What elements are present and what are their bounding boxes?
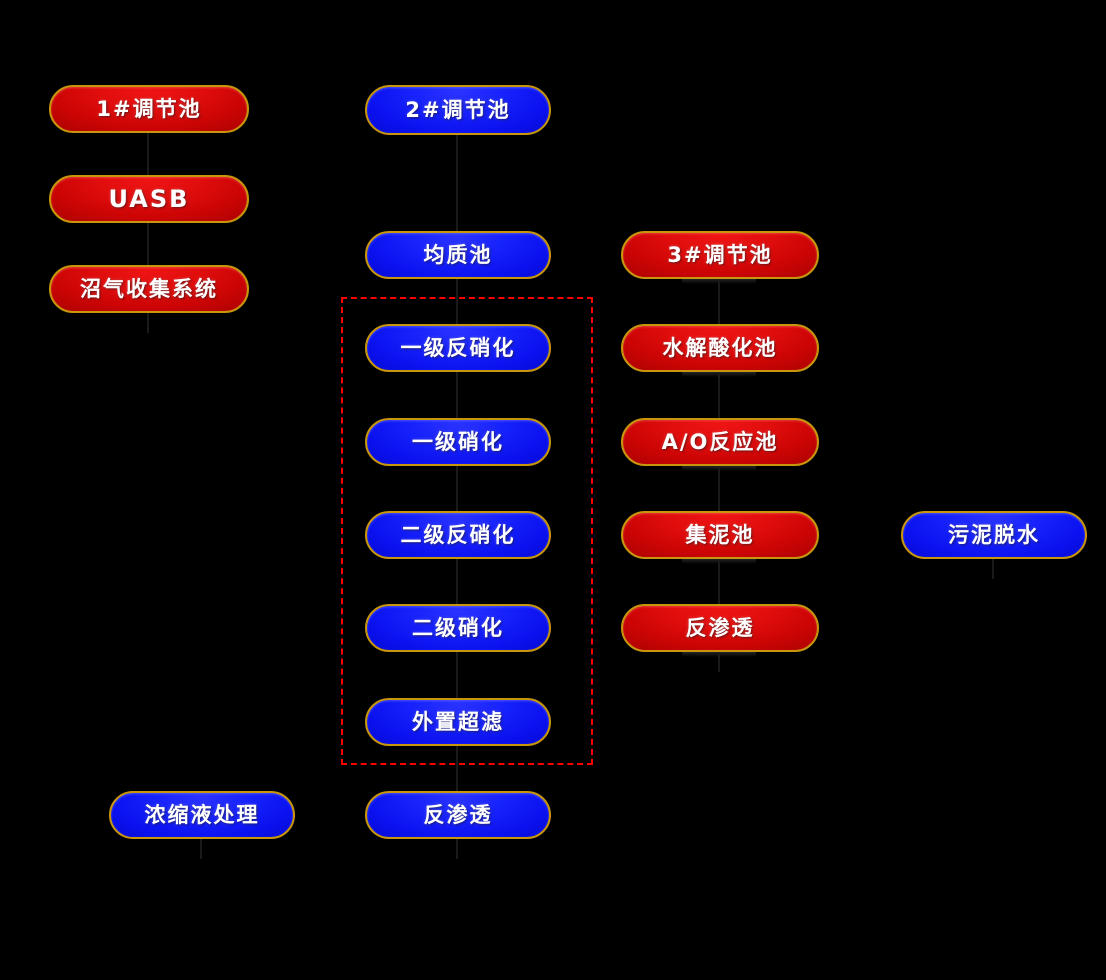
- process-node-label: 沼气收集系统: [80, 276, 218, 301]
- membrane-bioreactor-group: [341, 297, 593, 765]
- process-node-n1[interactable]: 1#调节池: [49, 85, 249, 133]
- process-node-n8[interactable]: 二级反硝化: [365, 511, 551, 559]
- process-node-label: 均质池: [423, 242, 493, 267]
- process-node-n4[interactable]: 2#调节池: [365, 85, 551, 135]
- flow-connector-line: [456, 746, 458, 791]
- process-node-n16[interactable]: 集泥池: [621, 511, 819, 559]
- process-node-label: 污泥脱水: [948, 522, 1040, 547]
- process-node-label: 二级硝化: [412, 615, 504, 640]
- process-node-n10[interactable]: 外置超滤: [365, 698, 551, 746]
- process-node-label: 外置超滤: [412, 709, 504, 734]
- process-node-n2[interactable]: UASB: [49, 175, 249, 223]
- flow-connector-line: [456, 839, 458, 859]
- flow-connector-line: [456, 466, 458, 511]
- flow-connector-line: [456, 652, 458, 698]
- flow-connector-line: [718, 372, 720, 418]
- flow-connector-line: [147, 223, 149, 265]
- process-node-n14[interactable]: 水解酸化池: [621, 324, 819, 372]
- process-node-n11[interactable]: 反渗透: [365, 791, 551, 839]
- process-node-label: 2#调节池: [405, 97, 511, 122]
- process-node-label: 集泥池: [685, 522, 755, 547]
- process-node-n7[interactable]: 一级硝化: [365, 418, 551, 466]
- flow-connector-line: [456, 135, 458, 231]
- process-node-label: 3#调节池: [667, 242, 773, 267]
- process-node-n5[interactable]: 均质池: [365, 231, 551, 279]
- flow-connector-line: [718, 559, 720, 604]
- process-node-n17[interactable]: 反渗透: [621, 604, 819, 652]
- process-node-label: 反渗透: [423, 802, 493, 827]
- flow-connector-line: [456, 559, 458, 604]
- process-node-n15[interactable]: A/O反应池: [621, 418, 819, 466]
- flow-connector-line: [456, 372, 458, 418]
- flow-connector-line: [992, 559, 994, 579]
- flow-connector-line: [147, 133, 149, 175]
- flow-connector-line: [200, 839, 202, 859]
- flow-connector-line: [718, 466, 720, 511]
- flow-connector-line: [147, 313, 149, 333]
- process-node-label: A/O反应池: [661, 429, 779, 454]
- process-node-n12[interactable]: 浓缩液处理: [109, 791, 295, 839]
- process-node-label: 反渗透: [685, 615, 755, 640]
- process-node-label: UASB: [108, 185, 190, 213]
- flow-connector-line: [456, 279, 458, 324]
- process-node-n13[interactable]: 3#调节池: [621, 231, 819, 279]
- process-node-label: 一级硝化: [412, 429, 504, 454]
- process-node-label: 一级反硝化: [400, 335, 516, 360]
- process-node-label: 二级反硝化: [400, 522, 516, 547]
- flow-connector-line: [718, 652, 720, 672]
- flow-connector-line: [718, 279, 720, 324]
- process-node-label: 1#调节池: [96, 96, 202, 121]
- process-node-n9[interactable]: 二级硝化: [365, 604, 551, 652]
- process-node-label: 水解酸化池: [662, 335, 778, 360]
- process-node-label: 浓缩液处理: [144, 802, 260, 827]
- process-node-n3[interactable]: 沼气收集系统: [49, 265, 249, 313]
- process-node-n18[interactable]: 污泥脱水: [901, 511, 1087, 559]
- process-node-n6[interactable]: 一级反硝化: [365, 324, 551, 372]
